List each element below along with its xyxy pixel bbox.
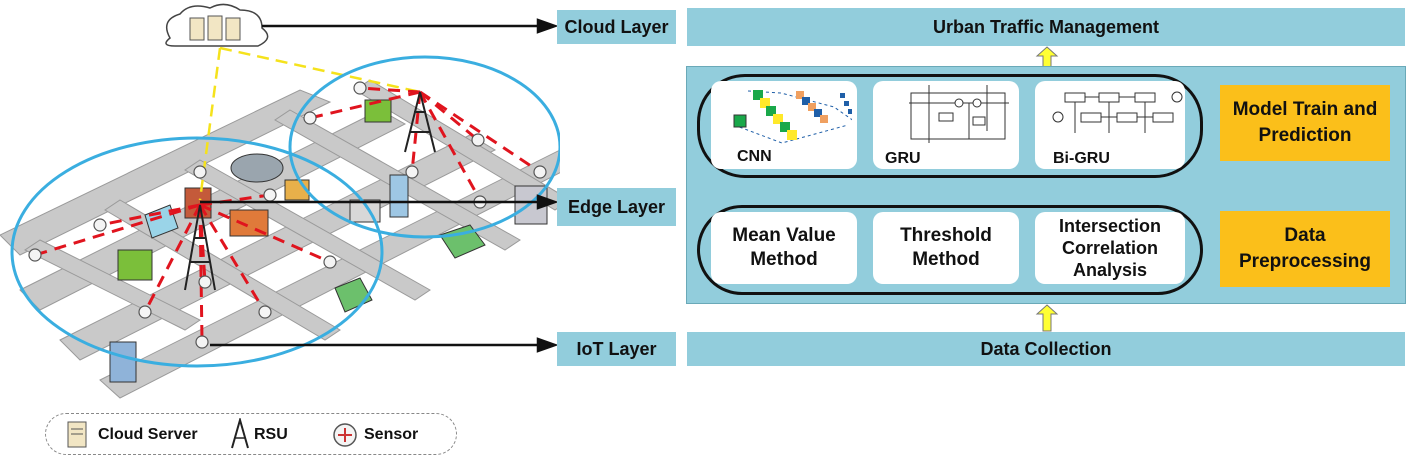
edge-coverage-circles: [10, 55, 560, 368]
rsu-tower-icon: [184, 91, 436, 291]
legend-rsu: RSU: [254, 426, 288, 443]
cloud-layer-label: Cloud Layer: [557, 10, 676, 44]
bigru-label: Bi-GRU: [1053, 150, 1110, 167]
preprocessing-group: [697, 205, 1203, 295]
arrow-up-bottom: [1035, 304, 1059, 332]
data-preprocessing-label: Data Preprocessing: [1220, 211, 1390, 287]
model-group: [697, 74, 1203, 178]
model-train-prediction-label: Model Train and Prediction: [1220, 85, 1390, 161]
cloud-icon: [165, 3, 269, 47]
threshold-method-card: Threshold Method: [873, 212, 1019, 284]
cloud-links: [198, 46, 421, 201]
legend-cloud-server: Cloud Server: [98, 426, 198, 443]
bigru-diagram: [1052, 91, 1183, 133]
mean-value-method-card: Mean Value Method: [711, 212, 857, 284]
legend-sensor: Sensor: [364, 426, 419, 443]
layer-pointer-arrows: [200, 18, 559, 353]
cloud-server-icon: [67, 421, 87, 448]
cnn-label: CNN: [737, 148, 772, 165]
edge-layer-label: Edge Layer: [557, 188, 676, 226]
sensor-icon: [333, 423, 357, 447]
city-network-illustration: [0, 3, 560, 399]
sensor-icons: [28, 81, 547, 349]
gru-label: GRU: [885, 150, 921, 167]
cnn-card: CNN: [711, 81, 857, 169]
rsu-icon: [231, 418, 249, 449]
legend: [45, 413, 457, 455]
bigru-card: Bi-GRU: [1035, 81, 1185, 169]
gru-card: GRU: [873, 81, 1019, 169]
cnn-diagram: [733, 90, 852, 144]
data-collection-bar: Data Collection: [687, 332, 1405, 366]
rsu-sensor-links: [34, 86, 541, 341]
iot-layer-label: IoT Layer: [557, 332, 676, 366]
arrow-up-top: [1035, 46, 1059, 68]
gru-diagram: [909, 85, 1009, 143]
intersection-correlation-card: Intersection Correlation Analysis: [1035, 212, 1185, 284]
urban-traffic-management-bar: Urban Traffic Management: [687, 8, 1405, 46]
